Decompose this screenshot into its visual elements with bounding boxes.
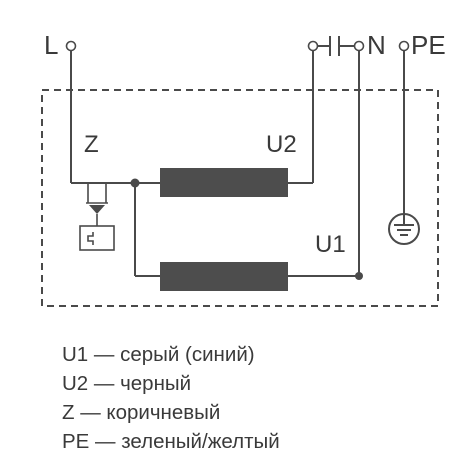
legend-item-u2: U2 — черный — [62, 372, 192, 395]
terminal-label-l: L — [44, 30, 58, 60]
terminal-n-left — [307, 40, 319, 52]
device-enclosure — [41, 89, 439, 307]
color-legend: U1 — серый (синий) U2 — черный Z — корич… — [62, 340, 280, 456]
legend-item-u1: U1 — серый (синий) — [62, 343, 255, 366]
u1-branch-wire — [134, 183, 160, 277]
capacitor-symbol — [317, 36, 355, 56]
terminal-pe — [398, 40, 410, 52]
u1-label: U1 — [315, 231, 346, 258]
ground-icon — [388, 213, 420, 245]
u1-coil — [160, 262, 288, 291]
l-wire — [70, 51, 160, 184]
legend-item-z: Z — коричневый — [62, 401, 221, 424]
legend-item-pe: PE — зеленый/желтый — [62, 430, 280, 453]
terminal-n — [353, 40, 365, 52]
u2-label: U2 — [266, 131, 297, 158]
n-node — [355, 272, 363, 280]
u2-coil — [160, 168, 288, 197]
z-component — [79, 183, 115, 251]
terminal-label-pe: PE — [411, 30, 446, 60]
u2-wire — [288, 51, 314, 184]
terminal-l — [65, 40, 77, 52]
terminal-label-n: N — [367, 30, 386, 60]
u1-wire — [288, 51, 360, 277]
z-label: Z — [84, 131, 99, 158]
